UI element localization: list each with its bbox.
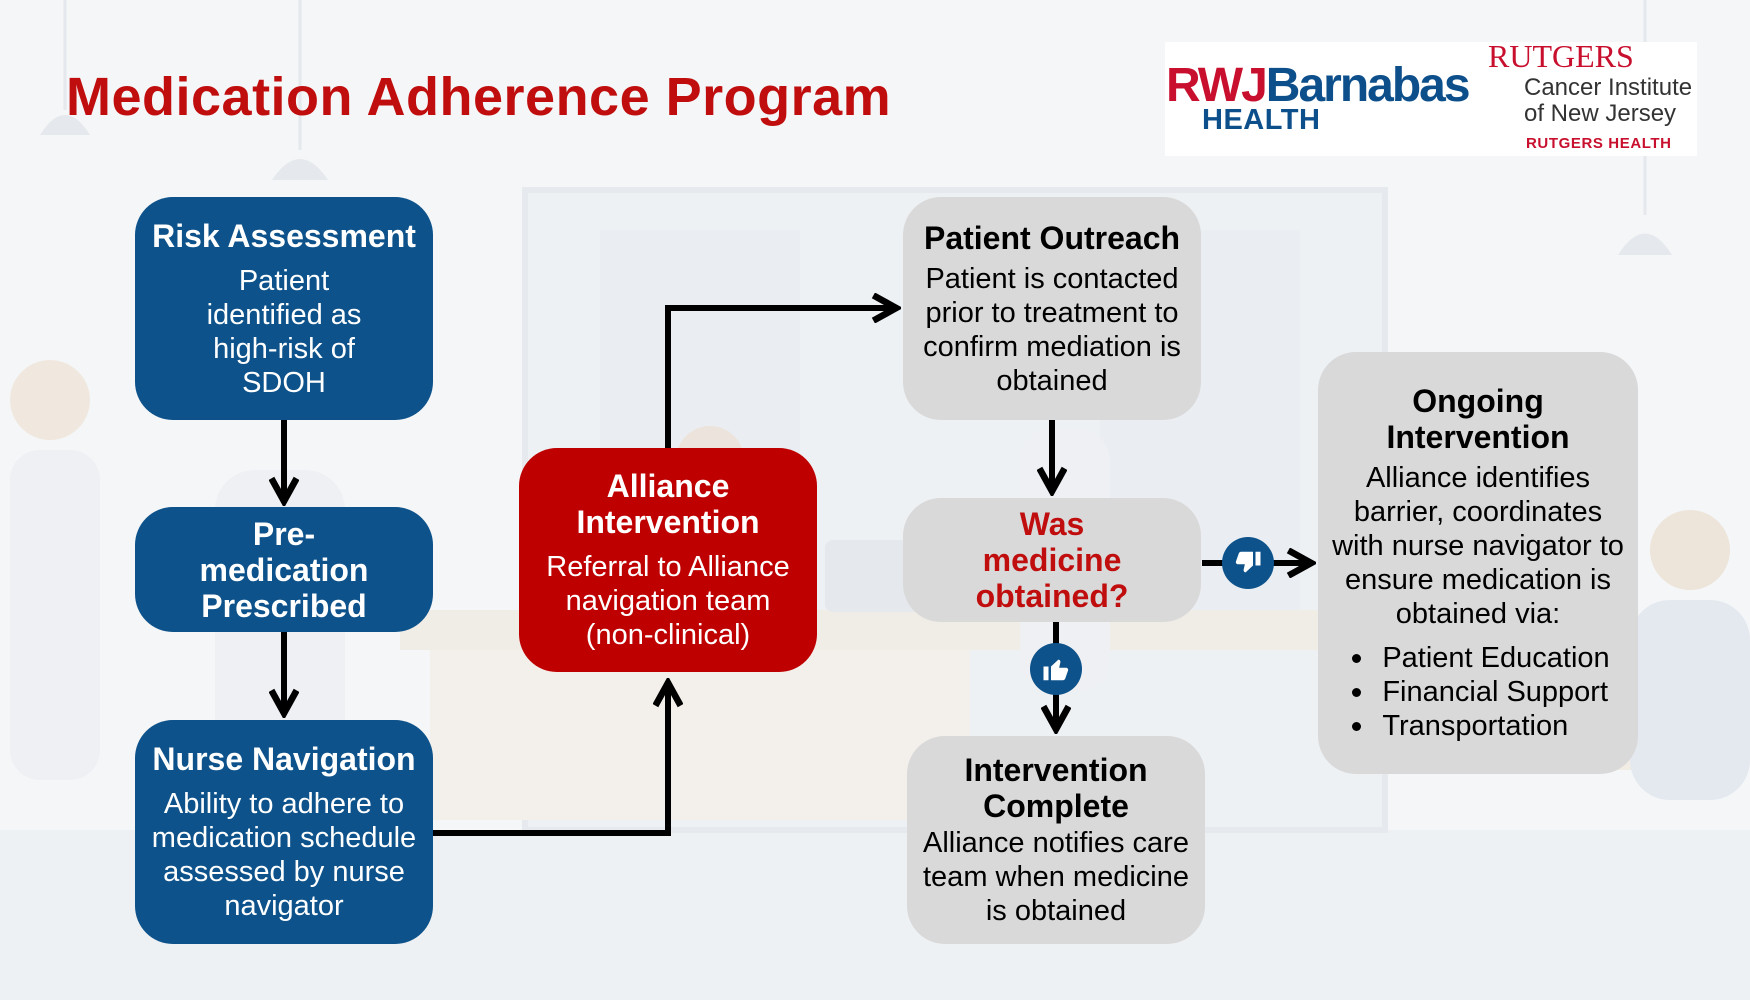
logo-panel <box>1165 42 1697 156</box>
intervention-complete-heading: Intervention Complete <box>964 752 1148 824</box>
nurse-navigation-heading: Nurse Navigation <box>152 741 416 777</box>
ongoing-intervention-body: Alliance identifies barrier, coordinates… <box>1332 462 1624 630</box>
barnabas-letters: Barnabas <box>1265 59 1471 112</box>
rutgers-logo: RUTGERS <box>1488 38 1634 74</box>
alliance-intervention-heading: Alliance Intervention <box>576 468 760 540</box>
list-item: Transportation <box>1346 709 1609 743</box>
thumbs-up-icon <box>1030 643 1082 695</box>
patient-outreach-body: Patient is contacted prior to treatment … <box>923 262 1181 397</box>
intervention-complete-box: Intervention Complete Alliance notifies … <box>907 736 1205 944</box>
patient-outreach-heading: Patient Outreach <box>923 219 1181 256</box>
ongoing-intervention-heading: Ongoing Intervention <box>1386 383 1570 455</box>
list-item: Financial Support <box>1346 675 1609 709</box>
nurse-navigation-body: Ability to adhere to medication schedule… <box>151 788 417 922</box>
question-box: Was medicine obtained? <box>903 498 1201 622</box>
ongoing-intervention-box: Ongoing Intervention Alliance identifies… <box>1318 352 1638 774</box>
list-item: Patient Education <box>1346 641 1610 675</box>
alliance-intervention-box: Alliance Intervention Referral to Allian… <box>519 448 817 672</box>
thumbs-down-icon <box>1222 537 1274 589</box>
rwjbarnabas-logo: RWJBarnabas <box>1166 59 1471 112</box>
rutgers-health-text: RUTGERS HEALTH <box>1526 135 1672 152</box>
alliance-intervention-body: Referral to Alliance navigation team (no… <box>546 551 790 651</box>
risk-assessment-body: Patient identified as high-risk of SDOH <box>206 264 362 399</box>
rwj-letters: RWJ <box>1166 59 1268 112</box>
rutgers-line-1: Cancer Institute <box>1524 74 1693 101</box>
thumbs-up-glyph <box>1043 659 1069 681</box>
question-heading: Was medicine obtained? <box>975 506 1129 614</box>
nurse-navigation-box: Nurse Navigation Ability to adhere to me… <box>135 720 433 944</box>
ongoing-intervention-list: Patient Education Financial Support Tran… <box>1346 641 1610 743</box>
risk-assessment-heading: Risk Assessment <box>152 217 416 254</box>
intervention-complete-body: Alliance notifies care team when medicin… <box>923 827 1189 927</box>
rwj-health-text: HEALTH <box>1202 104 1321 136</box>
patient-outreach-box: Patient Outreach Patient is contacted pr… <box>903 197 1201 420</box>
rutgers-line-2: of New Jersey <box>1524 100 1677 127</box>
thumbs-down-glyph <box>1235 551 1261 573</box>
page-title: Medication Adherence Program <box>66 67 892 127</box>
premedication-heading: Pre-medication Prescribed <box>199 515 369 624</box>
risk-assessment-box: Risk Assessment Patient identified as hi… <box>135 197 433 420</box>
premedication-box: Pre-medication Prescribed <box>135 507 433 632</box>
